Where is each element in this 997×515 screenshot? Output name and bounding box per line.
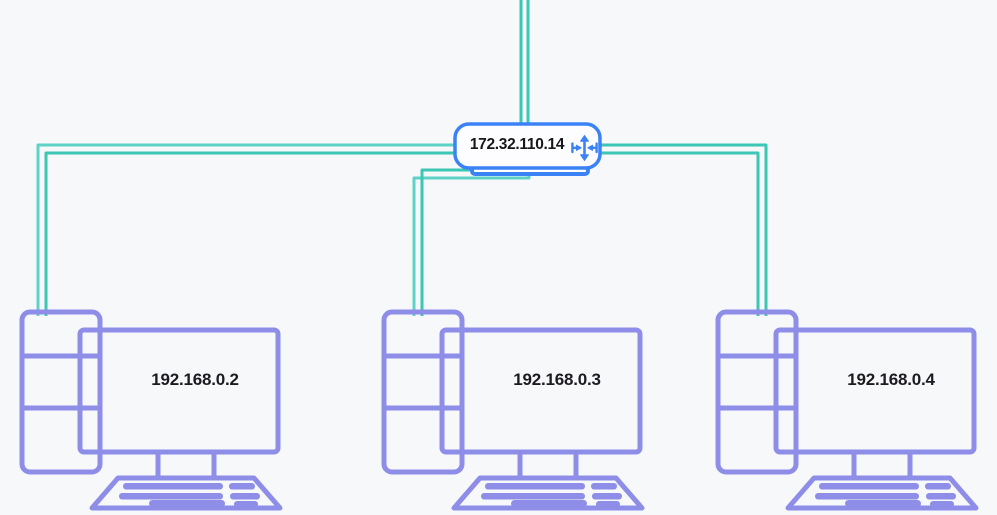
host-1[interactable]: [22, 312, 280, 508]
cable-router-to-host-2: [412, 168, 531, 316]
gateway-router[interactable]: [453, 122, 602, 176]
cable-router-to-host-1: [36, 143, 468, 316]
host-3[interactable]: [718, 312, 976, 508]
wan-uplink-cable: [519, 0, 530, 130]
cable-router-to-host-3: [592, 143, 768, 316]
host-2[interactable]: [384, 312, 642, 508]
router-body: [453, 122, 602, 170]
router-icon: [571, 135, 598, 161]
